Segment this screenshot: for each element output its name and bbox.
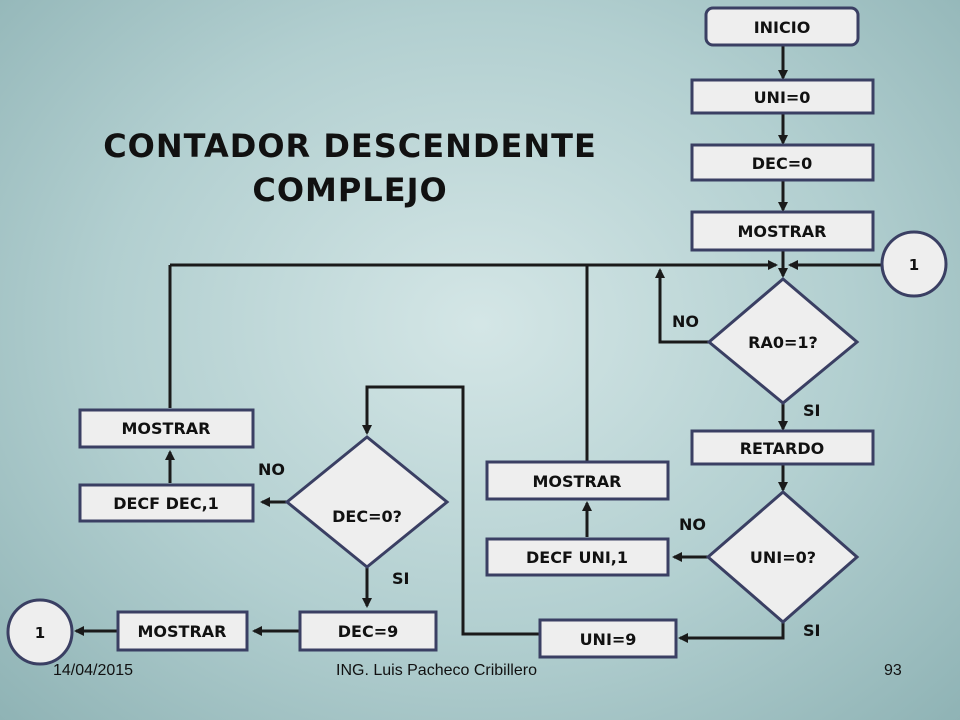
process-decf-uni-label: DECF UNI,1 [526, 548, 628, 567]
decision-ra0: RA0=1? [706, 277, 860, 405]
label-ra0-si: SI [803, 401, 820, 420]
process-retardo: RETARDO [690, 429, 875, 466]
footer-date: 14/04/2015 [53, 662, 134, 679]
process-dec-nine-label: DEC=9 [338, 622, 399, 641]
footer-page-number: 93 [884, 662, 902, 679]
label-ra0-no: NO [672, 312, 699, 331]
process-mostrar-bottom: MOSTRAR [116, 610, 249, 652]
process-mostrar-mid: MOSTRAR [485, 460, 670, 501]
start-label: INICIO [754, 18, 811, 37]
connector-circle-right: 1 [880, 230, 948, 298]
process-retardo-label: RETARDO [740, 439, 825, 458]
decision-dec-zero: DEC=0? [284, 435, 450, 569]
process-decf-uni: DECF UNI,1 [485, 537, 670, 577]
connector-lines [74, 45, 881, 643]
process-uni-nine-label: UNI=9 [580, 630, 637, 649]
label-dec-si: SI [392, 569, 409, 588]
process-mostrar-top-label: MOSTRAR [738, 222, 827, 241]
footer-author: ING. Luis Pacheco Cribillero [336, 662, 537, 679]
connector-left-label: 1 [35, 624, 45, 642]
process-mostrar-mid-label: MOSTRAR [533, 472, 622, 491]
decision-ra0-label: RA0=1? [748, 333, 818, 352]
title-line-1: CONTADOR DESCENDENTE [103, 127, 597, 165]
process-dec-zero: DEC=0 [690, 143, 875, 182]
process-dec-zero-label: DEC=0 [752, 154, 813, 173]
decision-uni-zero-label: UNI=0? [750, 548, 816, 567]
title-line-2: COMPLEJO [252, 171, 448, 209]
label-uni-no: NO [679, 515, 706, 534]
start-terminator: INICIO [704, 6, 860, 47]
label-uni-si: SI [803, 621, 820, 640]
process-uni-zero-label: UNI=0 [754, 88, 811, 107]
connector-right-label: 1 [909, 256, 919, 274]
process-dec-nine: DEC=9 [298, 610, 438, 652]
label-dec-no: NO [258, 460, 285, 479]
decision-uni-zero: UNI=0? [705, 490, 860, 624]
decision-dec-zero-label: DEC=0? [332, 507, 402, 526]
process-uni-nine: UNI=9 [538, 618, 678, 659]
connector-circle-left: 1 [6, 598, 74, 666]
process-decf-dec-label: DECF DEC,1 [113, 494, 219, 513]
process-uni-zero: UNI=0 [690, 78, 875, 115]
process-mostrar-bottom-label: MOSTRAR [138, 622, 227, 641]
process-decf-dec: DECF DEC,1 [78, 483, 255, 523]
process-mostrar-left: MOSTRAR [78, 408, 255, 449]
process-mostrar-top: MOSTRAR [690, 210, 875, 252]
diagram-title: CONTADOR DESCENDENTE COMPLEJO [60, 124, 640, 212]
process-mostrar-left-label: MOSTRAR [122, 419, 211, 438]
